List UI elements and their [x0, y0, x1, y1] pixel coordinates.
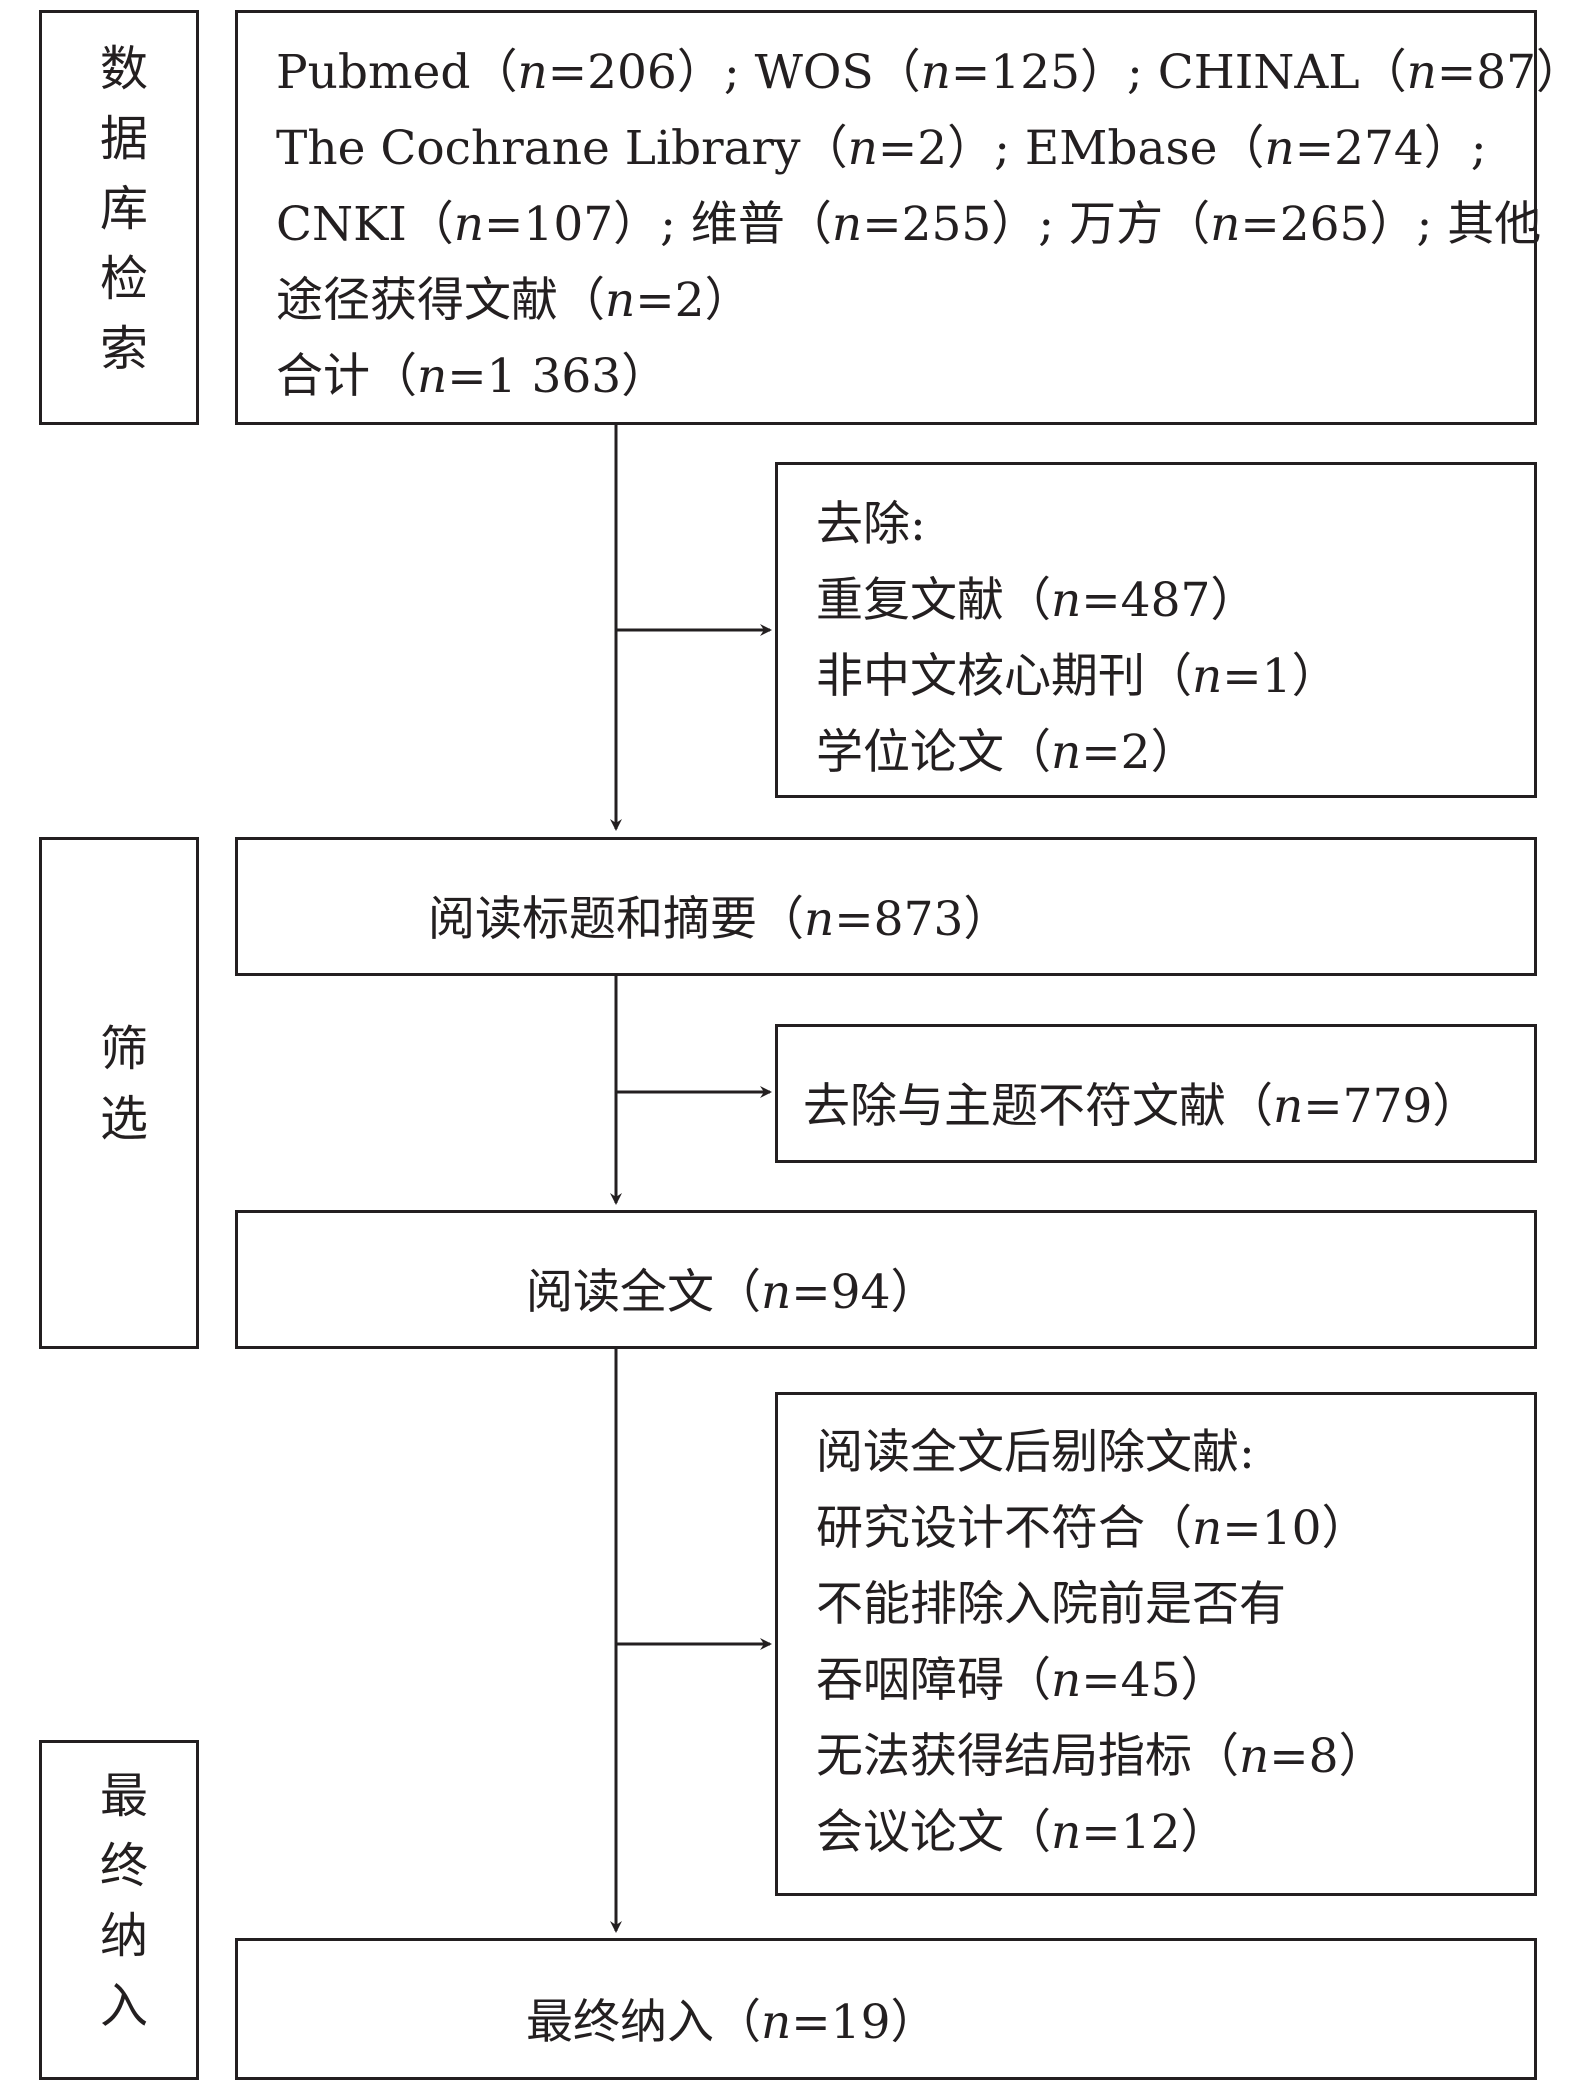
search-line-3: CNKI（n=107）; 维普（n=255）; 万方（n=265）; 其他 [276, 197, 1542, 252]
stage-screen-label: 筛选 [91, 1023, 147, 1163]
search-results-box: Pubmed（n=206）; WOS（n=125）; CHINAL（n=87）;… [235, 10, 1575, 425]
exclude-duplicates-box: 去除: 重复文献（n=487） 非中文核心期刊（n=1） 学位论文（n=2） [775, 462, 1537, 798]
exclude1-line-4: 学位论文（n=2） [816, 725, 1198, 780]
final-included-text: 最终纳入（n=19） [526, 1995, 938, 2050]
title-abstract-box: 阅读标题和摘要（n=873） [235, 837, 1537, 976]
exclude-offtopic-text: 去除与主题不符文献（n=779） [803, 1079, 1480, 1134]
search-line-1: Pubmed（n=206）; WOS（n=125）; CHINAL（n=87）; [276, 45, 1575, 100]
exclude3-line-5: 无法获得结局指标（n=8） [816, 1729, 1386, 1784]
search-line-5: 合计（n=1 363） [276, 349, 669, 404]
stage-final-label: 最终纳入 [91, 1770, 147, 2050]
exclude3-line-4: 吞咽障碍（n=45） [816, 1653, 1228, 1708]
full-text-box: 阅读全文（n=94） [235, 1210, 1537, 1349]
exclude1-line-1: 去除: [816, 497, 926, 552]
exclude3-line-3: 不能排除入院前是否有 [816, 1577, 1286, 1632]
stage-screen: 筛选 [39, 837, 199, 1349]
exclude-fulltext-box: 阅读全文后剔除文献: 研究设计不符合（n=10） 不能排除入院前是否有 吞咽障碍… [775, 1392, 1537, 1896]
exclude3-line-2: 研究设计不符合（n=10） [816, 1501, 1369, 1556]
exclude3-line-1: 阅读全文后剔除文献: [816, 1425, 1255, 1480]
exclude1-line-3: 非中文核心期刊（n=1） [816, 649, 1339, 704]
full-text-text: 阅读全文（n=94） [526, 1265, 938, 1320]
exclude-offtopic-box: 去除与主题不符文献（n=779） [775, 1024, 1537, 1163]
stage-search: 数据库检索 [39, 10, 199, 425]
final-included-box: 最终纳入（n=19） [235, 1938, 1537, 2080]
stage-search-label: 数据库检索 [91, 42, 147, 393]
exclude3-line-6: 会议论文（n=12） [816, 1805, 1228, 1860]
search-line-2: The Cochrane Library（n=2）; EMbase（n=274）… [276, 121, 1487, 176]
title-abstract-text: 阅读标题和摘要（n=873） [428, 892, 1011, 947]
exclude1-line-2: 重复文献（n=487） [816, 573, 1258, 628]
stage-final: 最终纳入 [39, 1740, 199, 2080]
search-line-4: 途径获得文献（n=2） [276, 273, 752, 328]
